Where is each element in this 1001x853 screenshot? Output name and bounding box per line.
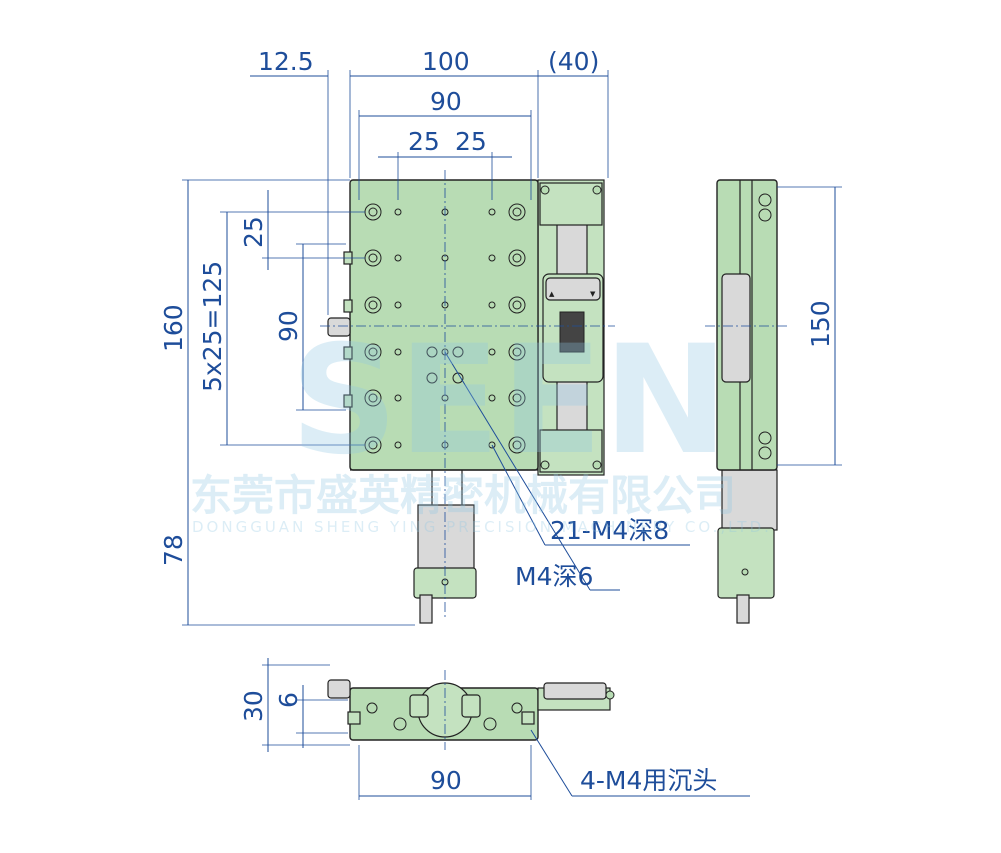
micrometer-sleeve	[417, 504, 475, 576]
side-view: 150	[705, 179, 842, 624]
svg-text:▼: ▼	[590, 290, 596, 298]
lock-knob	[327, 317, 351, 337]
dim-hole-span: 90	[430, 87, 462, 116]
dim-front-width: 90	[430, 766, 462, 795]
dim-pitch-right: 25	[455, 127, 487, 156]
top-view: ▲ ▼	[159, 47, 690, 626]
callout-taps: 21-M4深8	[550, 516, 669, 545]
micrometer-knob	[419, 594, 433, 624]
dim-width: 100	[422, 47, 470, 76]
dim-extension: 78	[159, 534, 188, 566]
dim-front-inner: 6	[274, 692, 303, 708]
dim-pitch-v: 25	[239, 216, 268, 248]
dim-offset: 12.5	[258, 47, 314, 76]
dim-pitch-left: 25	[408, 127, 440, 156]
dim-front-height: 30	[239, 690, 268, 722]
tapped-holes	[394, 208, 496, 449]
watermark: SEEN 东莞市盛英精密机械有限公司 DONGGUAN SHENG YING P…	[190, 314, 772, 536]
dim-span-v: 90	[274, 310, 303, 342]
watermark-company-en: DONGGUAN SHENG YING PRECISION MACHINERY …	[192, 518, 772, 536]
counterbore-holes	[364, 203, 526, 454]
dim-side-height: 150	[806, 300, 835, 348]
callout-counterbore: 4-M4用沉头	[580, 766, 717, 795]
front-view: 30 6 90 4-M4用沉头	[239, 658, 750, 800]
watermark-logo: SEEN	[290, 314, 729, 488]
watermark-company-cn: 东莞市盛英精密机械有限公司	[190, 471, 736, 520]
callout-center-tap: M4深6	[515, 562, 593, 591]
dim-row-pitch: 5x25=125	[198, 261, 227, 392]
svg-text:▲: ▲	[549, 290, 555, 298]
dim-extra: (40)	[548, 47, 599, 76]
dim-height: 160	[159, 304, 188, 352]
